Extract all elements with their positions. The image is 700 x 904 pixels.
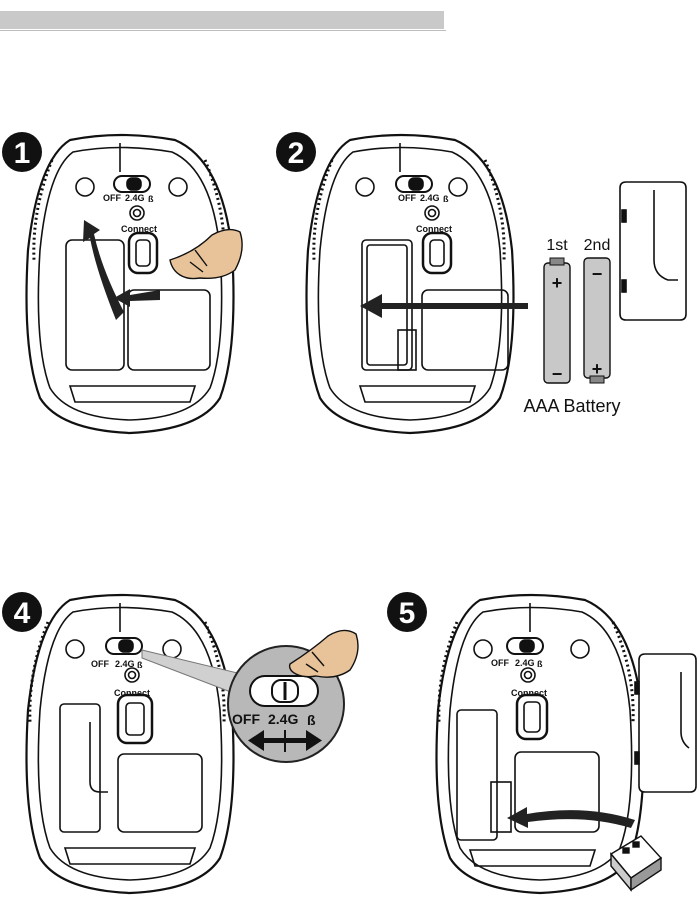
battery-1-label: 1st <box>546 237 568 254</box>
insert-battery-arrow <box>360 294 528 318</box>
off-label: OFF <box>103 193 121 203</box>
connect-label: Connect <box>121 224 157 234</box>
slide-cover-arrow <box>114 289 160 307</box>
bluetooth-symbol: ß <box>537 659 543 669</box>
step-5-badge: 5 <box>387 592 427 632</box>
battery-2-plus: + <box>592 359 603 379</box>
connect-label: Connect <box>511 688 547 698</box>
lift-cover-arrow <box>83 220 124 320</box>
zoom-bluetooth-symbol: ß <box>307 712 316 728</box>
off-label: OFF <box>491 658 509 668</box>
mouse-underside <box>27 135 234 433</box>
step-4-badge: 4 <box>2 592 42 632</box>
step-2-badge: 2 <box>276 132 316 172</box>
battery-caption: AAA Battery <box>523 396 620 416</box>
pointing-hand-icon <box>170 230 242 279</box>
bluetooth-symbol: ß <box>443 194 449 204</box>
battery-2-label: 2nd <box>584 237 611 254</box>
battery-1: + − <box>544 258 570 384</box>
mouse-underside-open <box>307 135 514 433</box>
step-1-number: 1 <box>14 137 31 170</box>
step-2-number: 2 <box>288 137 305 170</box>
step-4-panel: 4 OFF 2.4G ß Connect OFF 2.4G ß <box>0 592 385 904</box>
step-2-panel: 2 OFF 2.4G ß Connect + − − + <box>270 130 700 450</box>
bluetooth-symbol: ß <box>137 660 143 670</box>
step-5-number: 5 <box>399 597 416 630</box>
battery-2: − + <box>584 258 610 383</box>
usb-receiver-icon <box>611 836 661 890</box>
section-header-bar <box>0 11 444 29</box>
step-1-badge: 1 <box>2 132 42 172</box>
band-label: 2.4G <box>115 659 135 669</box>
zoom-band-label: 2.4G <box>268 711 298 727</box>
bluetooth-symbol: ß <box>148 194 154 204</box>
step-5-panel: 5 OFF 2.4G ß Connect <box>385 592 700 904</box>
off-label: OFF <box>91 659 109 669</box>
section-header-rule <box>0 30 446 31</box>
step-4-number: 4 <box>14 597 31 630</box>
mouse-underside-battery-in <box>27 595 234 893</box>
battery-1-plus: + <box>552 273 563 293</box>
mouse-underside-dongle <box>437 595 644 893</box>
step-1-panel: 1 OFF 2.4G ß Connect <box>0 130 270 450</box>
battery-cover <box>635 654 696 792</box>
band-label: 2.4G <box>515 658 535 668</box>
battery-cover <box>620 182 686 320</box>
connect-label: Connect <box>114 688 150 698</box>
off-label: OFF <box>398 193 416 203</box>
connect-label: Connect <box>416 224 452 234</box>
battery-2-minus: − <box>592 264 603 284</box>
insert-dongle-arrow <box>507 807 635 828</box>
battery-1-minus: − <box>552 364 563 384</box>
zoom-off-label: OFF <box>232 711 260 727</box>
band-label: 2.4G <box>125 193 145 203</box>
band-label: 2.4G <box>420 193 440 203</box>
